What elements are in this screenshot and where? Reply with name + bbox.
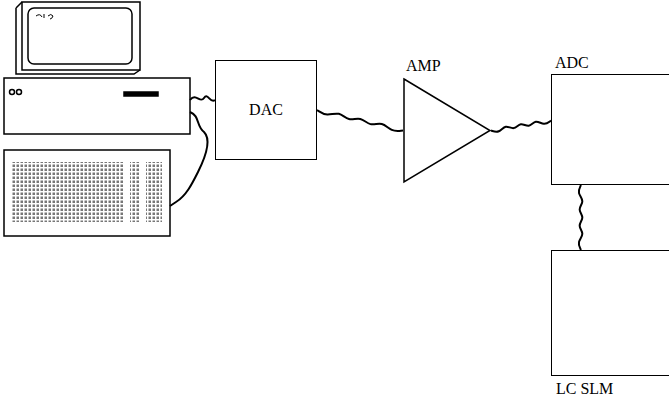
amplifier-symbol	[403, 78, 491, 183]
signal-cable	[579, 185, 583, 250]
keyboard	[4, 150, 170, 236]
slm-box: LC SLM	[551, 250, 669, 376]
node-label: ADC	[555, 54, 589, 72]
signal-cable	[317, 110, 403, 131]
converter-box: DAC	[215, 60, 317, 160]
amplifier-triangle: AMP	[403, 78, 491, 183]
node-label: DAC	[216, 61, 316, 159]
signal-cable	[491, 121, 551, 132]
node-label: AMP	[406, 57, 441, 75]
cable	[170, 112, 207, 206]
cable	[190, 96, 215, 101]
converter-box: ADC	[551, 74, 669, 185]
monitor	[16, 2, 140, 74]
system-unit	[4, 78, 190, 134]
node-label: LC SLM	[556, 380, 613, 398]
